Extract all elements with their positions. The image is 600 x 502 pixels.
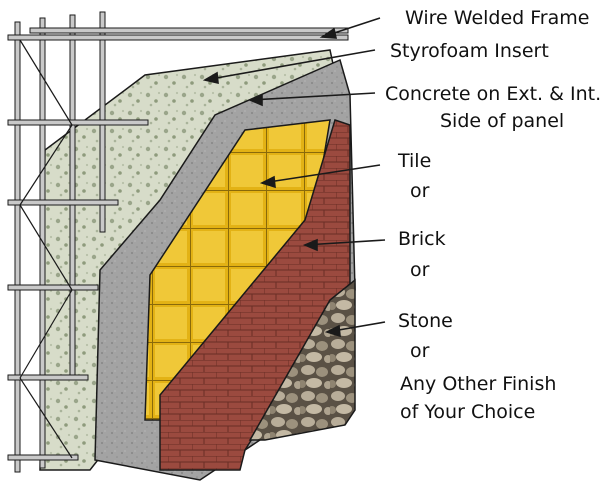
label-wire-welded-frame: Wire Welded Frame bbox=[405, 7, 589, 29]
label-concrete-line2: Side of panel bbox=[440, 110, 564, 132]
label-styrofoam-insert: Styrofoam Insert bbox=[390, 40, 549, 62]
wire-frame bbox=[7, 11, 349, 473]
label-or-2: or bbox=[410, 259, 430, 281]
label-other-finish-line2: of Your Choice bbox=[400, 401, 535, 423]
label-or-3: or bbox=[410, 340, 430, 362]
label-stone: Stone bbox=[398, 310, 453, 332]
label-other-finish-line1: Any Other Finish bbox=[400, 373, 556, 395]
leader-arrows bbox=[202, 17, 386, 338]
wire-frame-diagonals bbox=[19, 39, 73, 459]
label-or-1: or bbox=[410, 180, 430, 202]
label-brick: Brick bbox=[398, 228, 446, 250]
brick-layer bbox=[159, 119, 351, 471]
label-tile: Tile bbox=[397, 150, 431, 172]
stone-layer bbox=[248, 278, 356, 441]
label-concrete-line1: Concrete on Ext. & Int. bbox=[385, 83, 600, 105]
